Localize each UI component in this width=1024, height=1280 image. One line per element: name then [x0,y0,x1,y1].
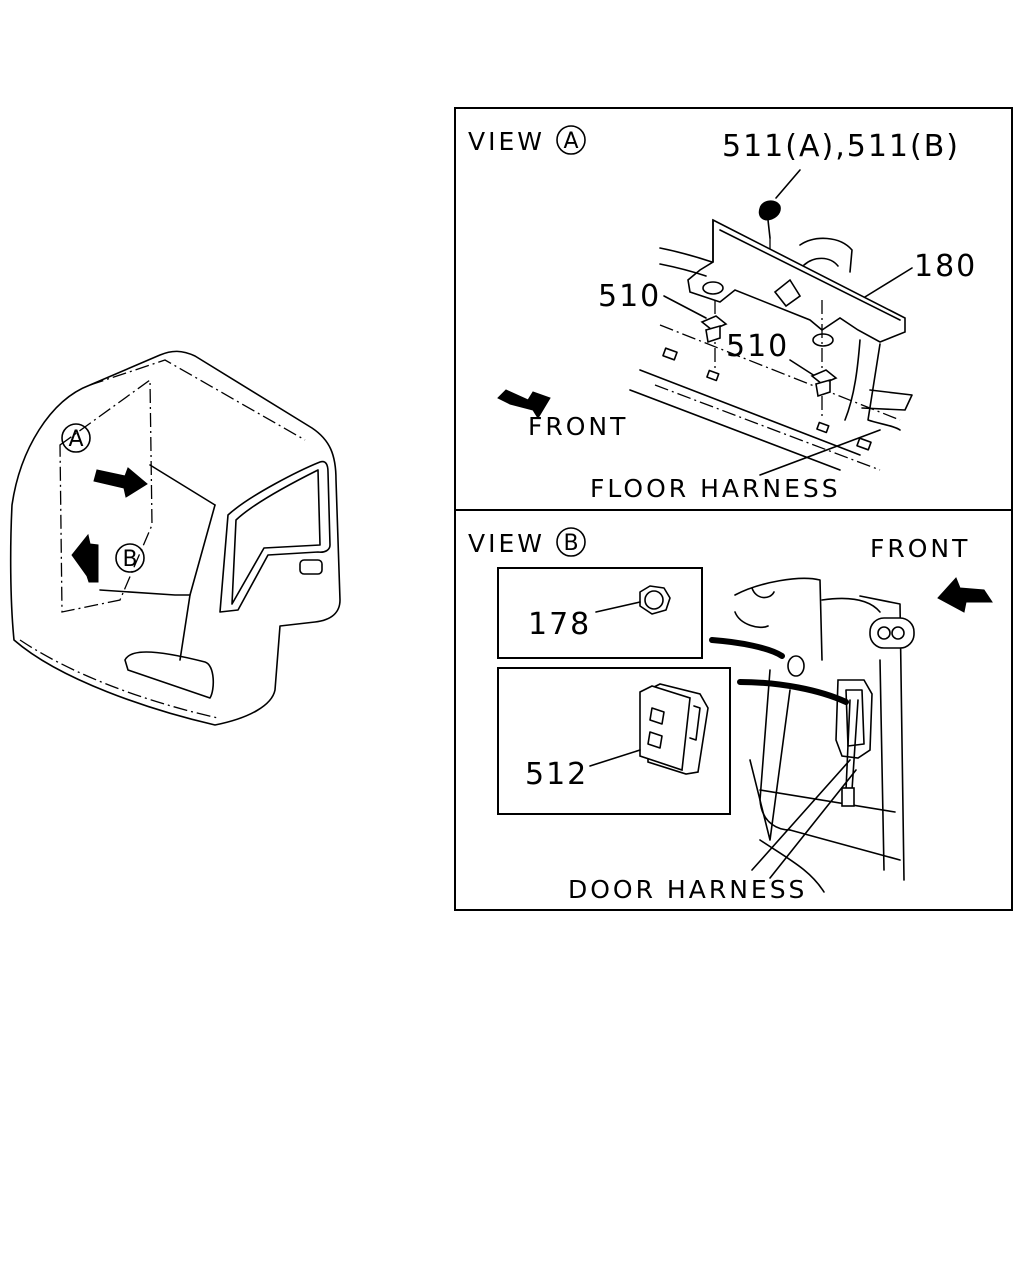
harness-tube-left [659,247,713,277]
connector-icon [869,617,915,649]
cab-overview: A B [9,350,341,726]
label-front-b: FRONT [870,534,970,563]
floor-hole-4 [856,437,872,451]
label-front-a: FRONT [528,412,628,441]
front-arrow-b [937,577,993,613]
marker-b-circle [115,543,145,573]
cab-door-handle [299,559,323,575]
floor-rail-3 [639,369,861,456]
harness-box [861,389,913,411]
cab-lower-line [19,639,219,719]
leader-178 [595,601,641,613]
view-b-panel: VIEW B FRONT 178 512 DOOR HARNESS [454,509,1013,911]
harness-line-178 [709,637,785,659]
leader-512 [589,749,641,767]
label-178: 178 [528,607,591,642]
cab-body-outline [9,350,341,726]
view-a-title-marker: A [563,129,578,154]
bracket-180 [687,218,906,420]
label-510-right: 510 [726,329,789,364]
inset-512-box [497,667,731,815]
door-hole [787,655,805,677]
view-b-arrow [71,533,99,583]
cab-side-window-inner [231,469,321,605]
front-arrow-a [497,389,551,419]
cab-roof-line [89,359,306,441]
view-b-title: VIEW [468,529,545,558]
marker-a-label: A [68,427,83,452]
floor-rail-1 [659,324,901,421]
cab-front-window [59,378,153,613]
marker-a-circle [61,423,91,453]
floor-hole-1 [662,347,678,361]
harness-tube-right [844,339,901,431]
leader-floor-harness [759,429,881,476]
leader-180 [859,267,913,301]
clip-510-left-icon [700,315,728,344]
clip-510-right-icon [810,369,838,398]
view-a-panel: VIEW A 511(A),511(B) 180 510 510 FRONT F… [454,107,1013,511]
leader-510-left [663,295,707,319]
view-b-title-circle [556,527,586,557]
harness-plug [841,787,855,807]
floor-rail-4 [629,389,841,471]
cab-wheel-arch [99,589,191,596]
floor-hole-2 [706,369,720,382]
floor-rail-2 [654,384,881,471]
label-512: 512 [525,757,588,792]
view-a-title: VIEW [468,127,545,156]
cab-panel-line [149,464,216,506]
view-a-title-circle [556,125,586,155]
leader-door-harness [751,759,857,879]
label-510-left: 510 [598,279,661,314]
screw-511-icon [758,200,781,258]
label-180: 180 [914,249,977,284]
grommet-178-icon [639,585,671,615]
label-511: 511(A),511(B) [722,129,960,164]
floor-hole-3 [816,421,830,434]
harness-line-512 [737,679,849,705]
cab-step [124,651,215,699]
view-b-frame [454,509,1013,911]
cover-512-icon [639,683,709,775]
label-floor-harness: FLOOR HARNESS [590,474,841,503]
view-b-title-marker: B [563,531,578,556]
view-a-frame [454,107,1013,511]
view-a-arrow [93,467,148,498]
harness-tube-top [799,237,853,273]
label-door-harness: DOOR HARNESS [568,875,807,904]
leader-511 [775,169,801,199]
marker-b-label: B [122,547,137,572]
cab-side-window [219,460,331,613]
cab-door-pillar [179,504,216,661]
door-structure [734,577,905,893]
inset-178-box [497,567,703,659]
